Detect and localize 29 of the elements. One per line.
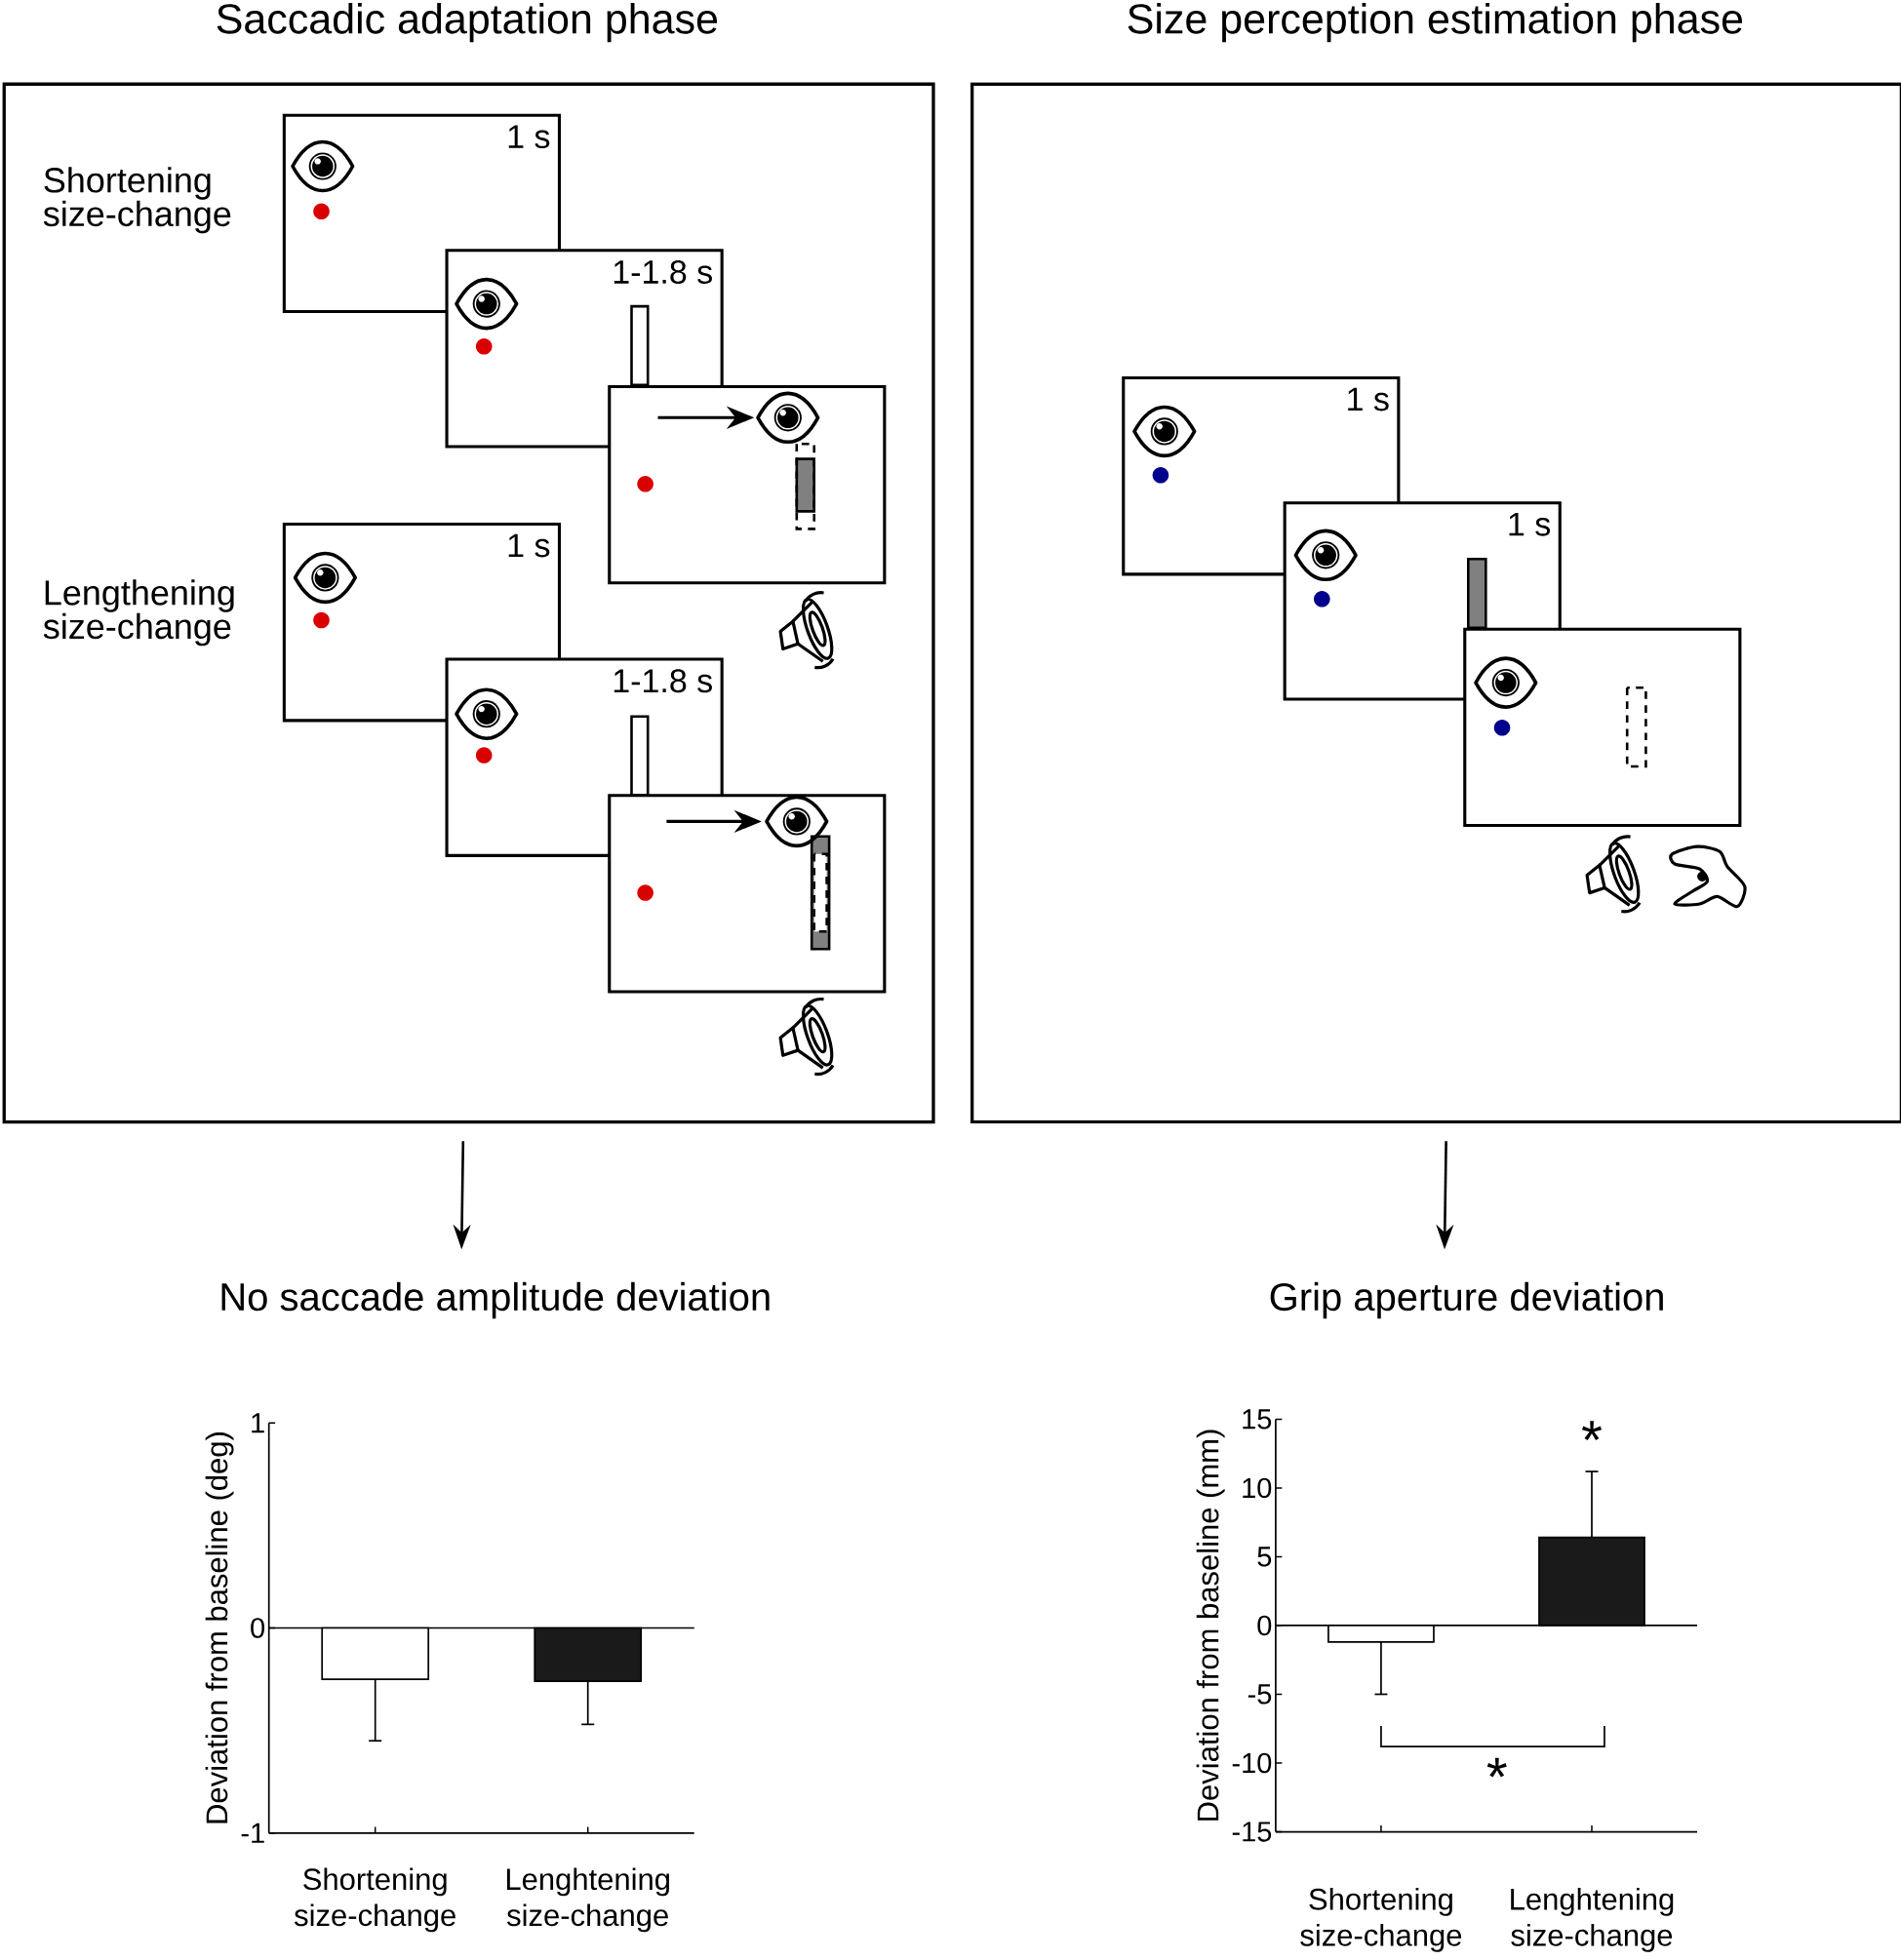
panel-title: Saccadic adaptation phase xyxy=(217,3,718,43)
bar-chart: Shortening size-change Lenghtening size-change -1 0 1 Deviation from baseline (deg) xyxy=(205,1413,695,1933)
y-tick-label: 5 xyxy=(1257,1547,1272,1567)
y-tick-label: 0 xyxy=(251,1618,265,1638)
y-tick-label: 0 xyxy=(1257,1615,1272,1636)
y-tick-label: 1 xyxy=(252,1413,264,1433)
x-tick-label: Shortening size-change xyxy=(1300,1887,1462,1952)
y-tick-label: 10 xyxy=(1243,1477,1272,1499)
y-tick-label: -10 xyxy=(1232,1752,1272,1774)
duration-label: 1 s xyxy=(508,533,550,558)
y-tick-label: -15 xyxy=(1232,1822,1272,1842)
x-tick-label: Lenghtening size-change xyxy=(506,1867,669,1933)
y-tick-label: -5 xyxy=(1248,1684,1272,1705)
panel-title: Size perception estimation phase xyxy=(1128,3,1743,43)
y-axis-title: Deviation from baseline (mm) xyxy=(1196,1430,1225,1821)
condition-label: Lengthening size-change xyxy=(43,579,234,647)
condition-label: Shortening size-change xyxy=(43,167,231,234)
duration-label: 1-1.8 s xyxy=(614,259,712,284)
duration-label: 1 s xyxy=(1509,512,1551,536)
duration-label: 1 s xyxy=(508,125,550,149)
y-axis-title: Deviation from baseline (deg) xyxy=(205,1432,234,1823)
x-tick-label: Shortening size-change xyxy=(294,1867,455,1933)
duration-label: 1 s xyxy=(1348,387,1389,412)
x-tick-label: Lenghtening size-change xyxy=(1511,1887,1674,1952)
significance-mark: * xyxy=(1486,1757,1507,1778)
y-tick-label: 15 xyxy=(1243,1409,1272,1430)
significance-mark: * xyxy=(1582,1421,1602,1440)
duration-label: 1-1.8 s xyxy=(614,669,712,693)
y-tick-label: -1 xyxy=(241,1823,264,1843)
